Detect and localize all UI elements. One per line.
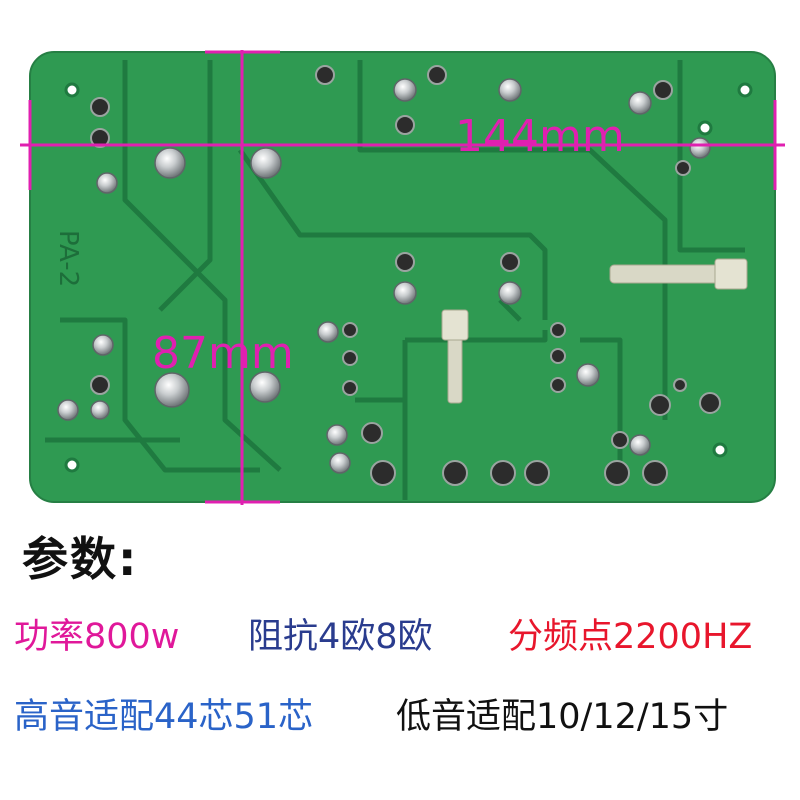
spec-impedance: 阻抗4欧8欧 [248, 617, 433, 657]
pcb-board [29, 51, 776, 503]
copper-traces [45, 60, 745, 500]
spec-tweeter: 高音适配44芯51芯 [14, 697, 314, 737]
crossover-pcb-photo: PA-2 144mm 87mm [20, 50, 785, 505]
solder-joints [57, 78, 711, 474]
spec-crossover: 分频点2200HZ [508, 617, 753, 657]
silkscreen-label: PA-2 [53, 230, 83, 287]
dimension-lines [20, 50, 785, 505]
mounting-holes [64, 82, 753, 473]
spec-woofer: 低音适配10/12/15寸 [396, 697, 729, 737]
unsoldered-pads [90, 65, 721, 486]
params-heading: 参数: [22, 532, 139, 586]
width-dimension-label: 144mm [455, 111, 625, 162]
cable-ties [441, 258, 748, 404]
spec-power: 功率800w [14, 617, 180, 657]
height-dimension-label: 87mm [152, 328, 294, 379]
